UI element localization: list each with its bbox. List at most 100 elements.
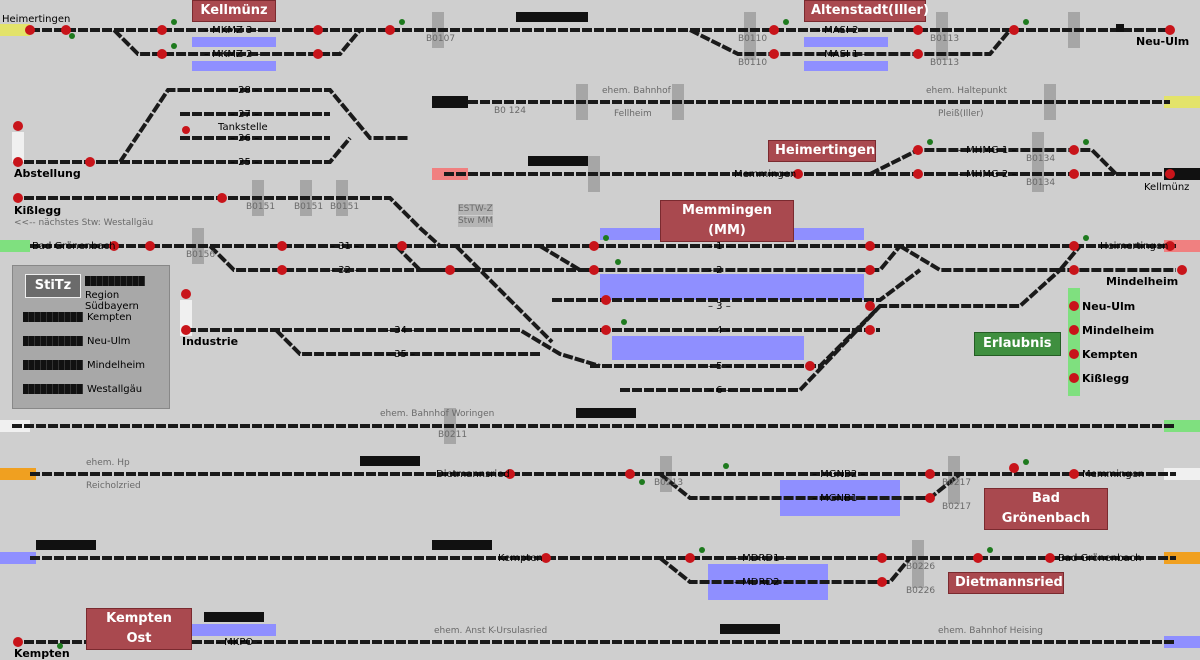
block-id: B0151 bbox=[294, 202, 324, 212]
stitz-item-label: Westallgäu bbox=[87, 384, 143, 395]
faint-label: ehem. Hp bbox=[86, 458, 130, 468]
track-label: Tankstelle bbox=[218, 122, 268, 133]
line-end-heimertingen: Heimertingen bbox=[2, 14, 71, 25]
block-id: B0 124 bbox=[494, 106, 526, 116]
block-id: B0217 bbox=[942, 502, 972, 512]
track-label[interactable]: – MDRD2 – bbox=[734, 577, 788, 588]
stitz-item[interactable]: Westallgäu bbox=[23, 384, 142, 395]
block-id: B0211 bbox=[438, 430, 468, 440]
station-memmingen: Memmingen (MM) bbox=[660, 200, 794, 242]
track-label[interactable]: – MHMG 1 – bbox=[958, 145, 1017, 156]
block-id: B0151 bbox=[330, 202, 360, 212]
line-end-kellmuenz: Kellmünz bbox=[1144, 182, 1190, 193]
track-label[interactable]: – MKMZ 3 – bbox=[204, 25, 261, 36]
erlaubnis-item[interactable]: Mindelheim bbox=[1082, 324, 1155, 337]
platform-blocks bbox=[192, 12, 1080, 588]
track-label[interactable]: – 1 – bbox=[708, 241, 731, 252]
erlaubnis-item[interactable]: Kißlegg bbox=[1082, 372, 1130, 385]
block-id: B0107 bbox=[426, 34, 456, 44]
label-next-stw: <<-- nächstes Stw: Westallgäu bbox=[14, 218, 154, 228]
track-label[interactable]: – 2 – bbox=[708, 265, 731, 276]
block-bar bbox=[23, 336, 83, 346]
track-label[interactable]: – 35 – bbox=[386, 349, 416, 360]
faint-label: ehem. Anst K-Ursulasried bbox=[434, 626, 548, 636]
faint-label: Fellheim bbox=[614, 109, 652, 119]
erlaubnis-item[interactable]: Kempten bbox=[1082, 348, 1138, 361]
block-id: B0213 bbox=[654, 478, 684, 488]
track-label[interactable]: – 4 – bbox=[708, 325, 731, 336]
block-id: B0151 bbox=[246, 202, 276, 212]
station-bad-groenenbach: Bad Grönenbach bbox=[984, 488, 1108, 530]
line-end-bad-groenenbach: Bad Grönenbach bbox=[32, 241, 116, 252]
block-id: B0156 bbox=[186, 250, 216, 260]
track-label[interactable]: – 28 – bbox=[230, 85, 260, 96]
stitz-panel: StiTz Region Südbayern Kempten Neu-Ulm M… bbox=[12, 265, 170, 409]
track-label[interactable]: – MKPO – bbox=[216, 637, 262, 648]
station-dietmannsried: Dietmannsried bbox=[948, 572, 1064, 594]
track-label[interactable]: – MKMZ 2 – bbox=[204, 49, 261, 60]
label-industrie: Industrie bbox=[182, 335, 239, 348]
track-label[interactable]: – MGNB1 – bbox=[812, 493, 866, 504]
signal-green-lamps bbox=[57, 19, 1089, 649]
stitz-item[interactable]: Region Südbayern bbox=[85, 290, 139, 312]
station-kempten-ost: Kempten Ost bbox=[86, 608, 192, 650]
signals[interactable] bbox=[13, 25, 1187, 647]
stitz-block bbox=[85, 276, 149, 287]
axle-counters bbox=[36, 12, 1124, 634]
block-id: B0226 bbox=[906, 586, 936, 596]
block-id: B0110 bbox=[738, 58, 768, 68]
label-stw-mm: Stw MM bbox=[458, 216, 493, 227]
line-end-heimertingen-e: Heimertingen bbox=[1100, 241, 1169, 252]
stitz-item-label: Kempten bbox=[87, 312, 132, 323]
faint-label: ehem. Bahnhof Heising bbox=[938, 626, 1044, 636]
block-id: B0134 bbox=[1026, 178, 1056, 188]
station-altenstadt: Altenstadt(Iller) bbox=[804, 0, 929, 22]
block-bar bbox=[23, 360, 83, 370]
line-end-mindelheim: Mindelheim bbox=[1106, 275, 1179, 288]
track-label[interactable]: – 26 – bbox=[230, 133, 260, 144]
track-label[interactable]: – 6 – bbox=[708, 385, 731, 396]
faint-label: ehem. Haltepunkt bbox=[926, 86, 1007, 96]
stitz-item-label: Mindelheim bbox=[87, 360, 146, 371]
stitz-item[interactable]: Mindelheim bbox=[23, 360, 145, 371]
track-lines bbox=[12, 28, 1176, 644]
label-memmingen: Memmingen bbox=[734, 169, 797, 180]
label-dietmannsried: Dietmannsried bbox=[436, 469, 510, 480]
label-kempten: Kempten bbox=[498, 553, 543, 564]
track-label[interactable]: – 31 – bbox=[330, 241, 360, 252]
block-bar bbox=[23, 312, 83, 322]
block-id: B0217 bbox=[942, 478, 972, 488]
track-label[interactable]: – MDRD1 – bbox=[734, 553, 788, 564]
track-label[interactable]: – 32 – bbox=[330, 265, 360, 276]
stitz-item[interactable]: Neu-Ulm bbox=[23, 336, 130, 347]
line-end-kempten: Kempten bbox=[14, 647, 70, 660]
label-abstellung: Abstellung bbox=[14, 167, 81, 180]
station-heimertingen: Heimertingen bbox=[768, 140, 876, 162]
track-label[interactable]: – MHMG 2 – bbox=[958, 169, 1017, 180]
stitz-button[interactable]: StiTz bbox=[25, 274, 81, 298]
station-kellmuenz: Kellmünz bbox=[192, 0, 276, 22]
faint-label: ehem. Bahnhof Woringen bbox=[380, 409, 495, 419]
block-id: B0110 bbox=[738, 34, 768, 44]
block-bar bbox=[23, 384, 83, 394]
block-id: B0113 bbox=[930, 58, 960, 68]
faint-label: Pleiß(Iller) bbox=[938, 109, 984, 119]
stitz-item-label: Neu-Ulm bbox=[87, 336, 131, 347]
track-label[interactable]: – 3 – bbox=[708, 301, 731, 312]
track-label[interactable]: – 5 – bbox=[708, 361, 731, 372]
erlaubnis-item[interactable]: Neu-Ulm bbox=[1082, 300, 1136, 313]
track-label[interactable]: – MGNB2 – bbox=[812, 469, 866, 480]
erlaubnis-button[interactable]: Erlaubnis bbox=[974, 332, 1061, 356]
label-estw: ESTW-Z bbox=[458, 204, 493, 215]
track-label[interactable]: – 27 – bbox=[230, 109, 260, 120]
line-end-memmingen: Memmingen bbox=[1082, 469, 1145, 480]
track-label[interactable]: – 34 – bbox=[386, 325, 416, 336]
block-id: B0226 bbox=[906, 562, 936, 572]
track-label[interactable]: – MASI 1 – bbox=[816, 49, 867, 60]
track-label[interactable]: – 25 – bbox=[230, 157, 260, 168]
track-label[interactable]: – MASI 2 – bbox=[816, 25, 867, 36]
stitz-item[interactable]: Kempten bbox=[23, 312, 132, 323]
line-end-neu-ulm: Neu-Ulm bbox=[1136, 35, 1190, 48]
